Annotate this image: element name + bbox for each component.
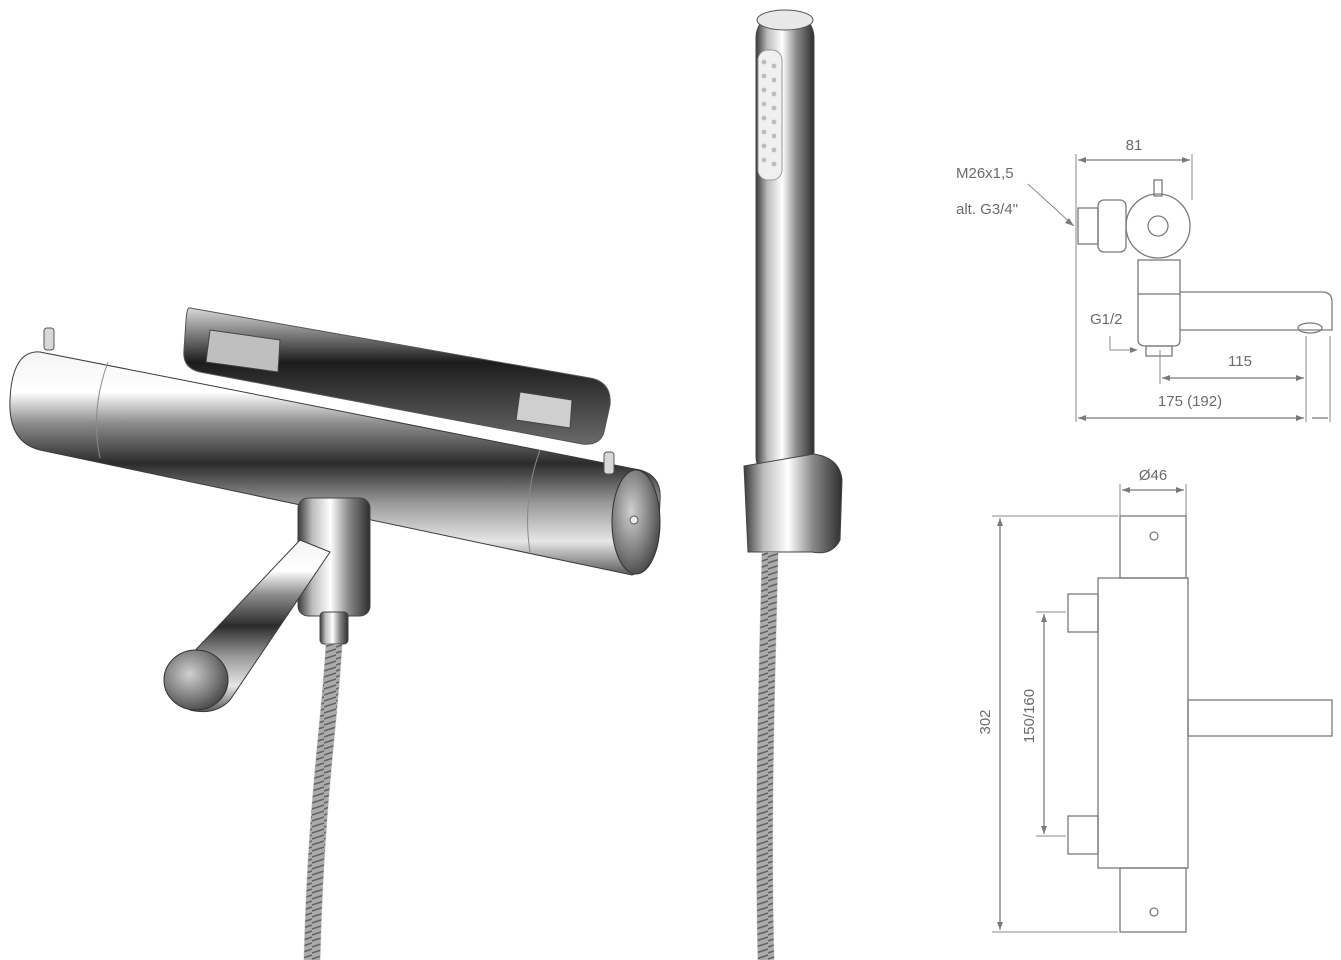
thread-label: M26x1,5 (956, 165, 1014, 182)
body-joint-right (527, 449, 541, 553)
thread-alt-label: alt. G3/4" (956, 201, 1018, 218)
right-bracket (515, 391, 573, 429)
hand-shower-photo (743, 9, 843, 960)
thermostatic-mixer-photo (9, 307, 661, 960)
shower-head-top (756, 9, 814, 31)
body-joint-left (95, 361, 109, 459)
front-body (1097, 577, 1189, 869)
left-pin (43, 327, 55, 351)
dim-81-label: 81 (1126, 137, 1143, 154)
hose-from-mixer (304, 643, 342, 960)
dim-spacing-label: 150/160 (1021, 689, 1038, 743)
end-cap-screw (629, 515, 639, 525)
dim-175-label: 175 (192) (1158, 393, 1222, 410)
left-bracket (205, 329, 281, 373)
shower-hose (756, 551, 778, 960)
spray-nozzles (757, 49, 783, 181)
dim-115-label: 115 (1228, 353, 1252, 370)
wall-plate (183, 307, 611, 445)
mixer-body (9, 351, 661, 576)
hose-connector (319, 611, 349, 645)
spout-end (163, 649, 229, 711)
front-view-drawing: Ø46 302 150/160 (977, 467, 1333, 933)
inlet-label: G1/2 (1090, 311, 1123, 328)
dim-302-label: 302 (977, 709, 994, 734)
body-section-circle (1125, 193, 1191, 259)
nozzle-dots (761, 59, 777, 167)
right-pin (603, 451, 615, 475)
shower-wall-bracket (743, 453, 843, 554)
side-view-drawing: 81 M26x1,5 alt. G3/4" G1/2 115 (956, 137, 1333, 422)
dim-diameter-label: Ø46 (1139, 467, 1167, 484)
